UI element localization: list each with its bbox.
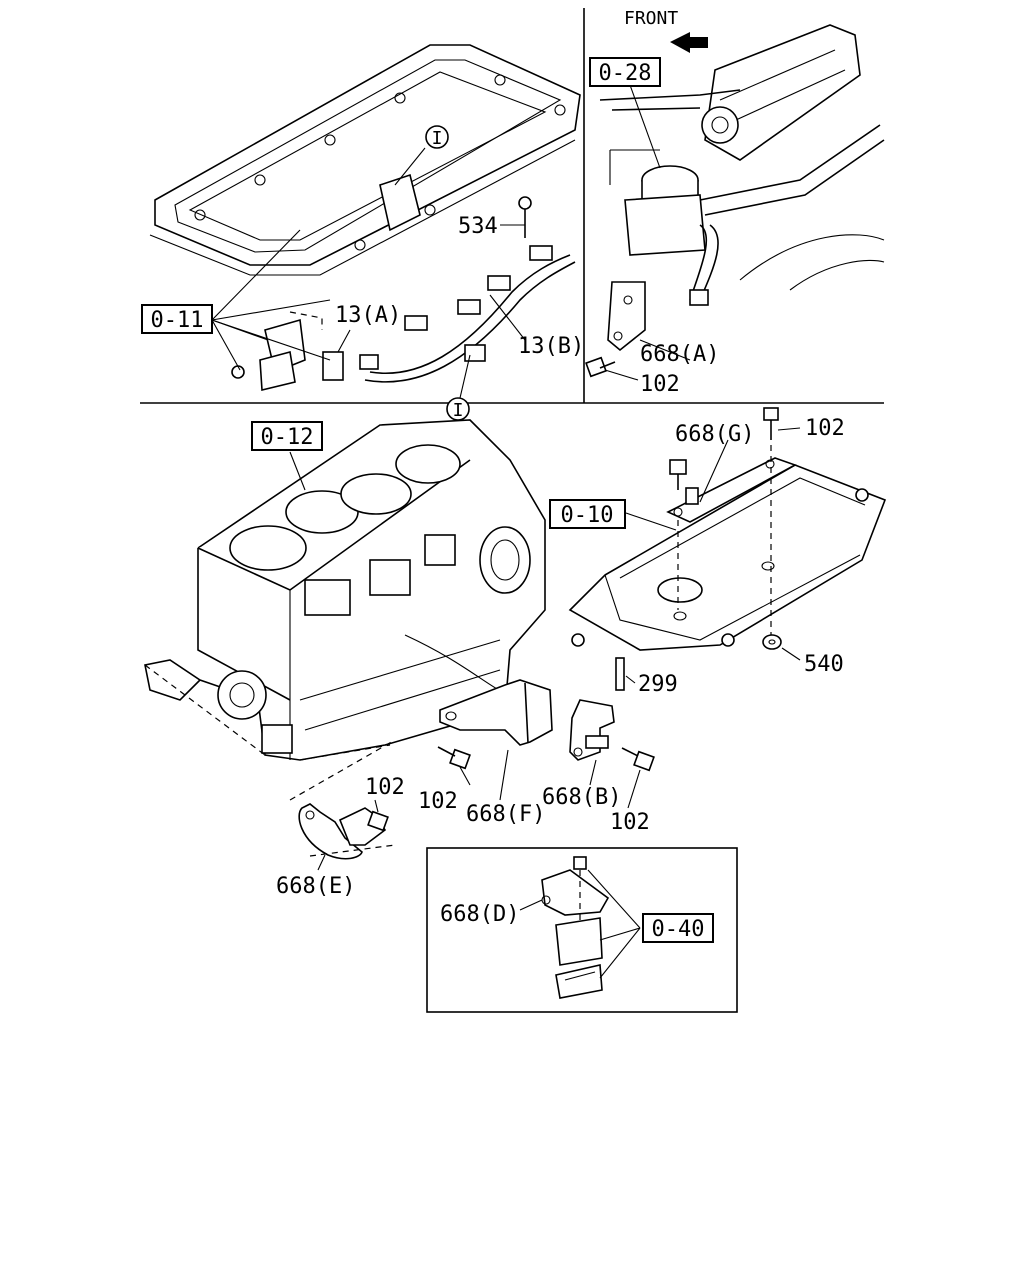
ref-box-0-28 (589, 57, 661, 87)
cylinder-block-drawing (144, 419, 546, 761)
label-534: 534 (458, 214, 498, 239)
bolt-102-right-drawing (621, 747, 655, 772)
ref-0-12: 0-12 (261, 425, 314, 450)
oil-pan-drawing (149, 44, 581, 276)
label-540: 540 (804, 652, 844, 677)
label-668f: 668(F) (466, 802, 545, 827)
oil-cover-drawing (568, 464, 887, 651)
callouts-top-left (211, 147, 526, 399)
bracket-668f-drawing (439, 679, 553, 746)
ref-0-28: 0-28 (599, 61, 652, 86)
front-label: FRONT (624, 8, 678, 29)
marker-i-2: I (453, 400, 464, 421)
label-102-top-right: 102 (640, 372, 680, 397)
callouts-top-right (604, 84, 691, 381)
inset-mount-drawing (541, 856, 610, 999)
fuel-filter-drawing (624, 165, 719, 306)
sensor-bracket-drawing (231, 311, 344, 392)
label-13b: 13(B) (518, 334, 584, 359)
bracket-668b-drawing (569, 699, 615, 761)
bracket-668g-drawing (666, 457, 797, 523)
inset-frame (426, 847, 738, 1013)
callouts-bottom-left (289, 451, 641, 871)
marker-i-1: I (432, 128, 443, 149)
front-arrow-icon (670, 32, 708, 53)
engine-top-drawing (599, 24, 885, 291)
label-668g: 668(G) (675, 422, 754, 447)
label-102-top: 102 (805, 416, 845, 441)
bolt-102-top-drawing (763, 407, 779, 440)
label-668a: 668(A) (640, 342, 719, 367)
bolt-534-drawing (518, 196, 532, 238)
label-668e: 668(E) (276, 874, 355, 899)
label-13a: 13(A) (335, 303, 401, 328)
label-102-lower: 102 (365, 775, 405, 800)
wiring-harness-drawing (359, 245, 576, 383)
nut-540-drawing (762, 634, 782, 650)
label-102-left: 102 (418, 789, 458, 814)
bolt-102-left-drawing (437, 746, 471, 770)
ref-0-11: 0-11 (151, 308, 204, 333)
callouts-bottom-right (625, 427, 801, 684)
ref-box-0-10 (549, 499, 626, 529)
ref-0-40: 0-40 (652, 917, 705, 942)
label-668d: 668(D) (440, 902, 519, 927)
label-299: 299 (638, 672, 678, 697)
stud-299-drawing (615, 657, 625, 691)
inset-callouts (519, 869, 641, 979)
label-668b: 668(B) (542, 785, 621, 810)
bracket-668a-drawing (585, 281, 646, 378)
marker-i-circle-1 (425, 125, 449, 149)
ref-box-0-11 (141, 304, 213, 334)
ref-0-10: 0-10 (561, 503, 614, 528)
ref-box-0-40 (642, 913, 714, 943)
bracket-668e-drawing (298, 803, 389, 860)
label-102-right: 102 (610, 810, 650, 835)
ref-box-0-12 (251, 421, 323, 451)
